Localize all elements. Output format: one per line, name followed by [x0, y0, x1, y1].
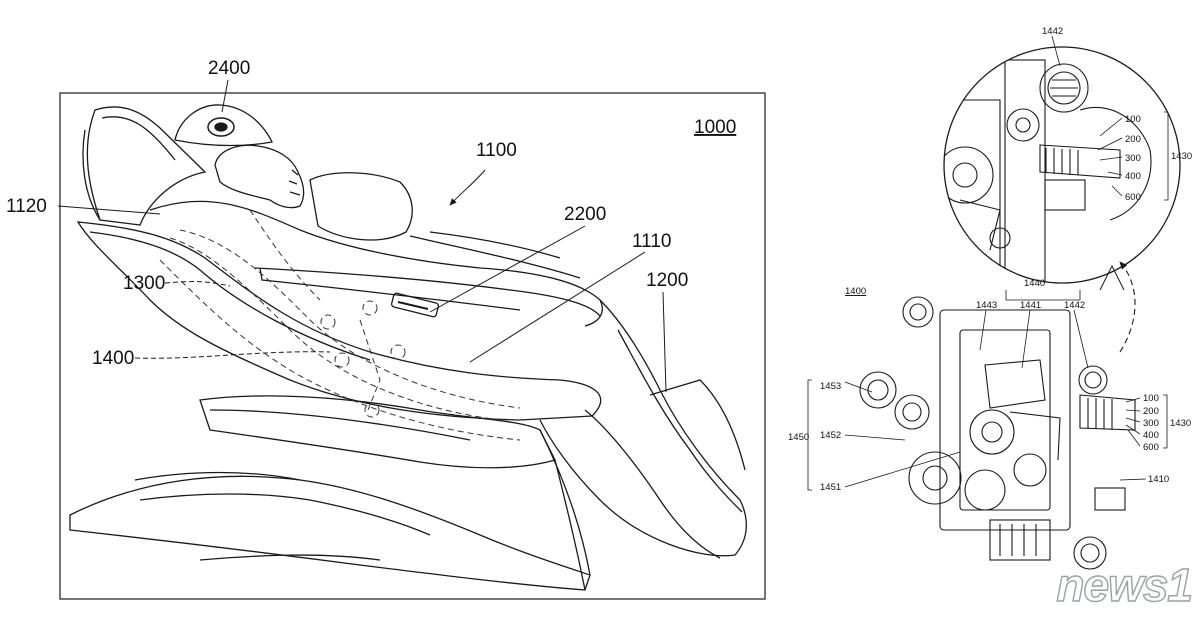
zoom-arrow — [1119, 261, 1136, 353]
label-1453: 1453 — [820, 381, 841, 392]
magnified-detail — [943, 46, 1181, 284]
label-1430-top: 1430 — [1171, 151, 1192, 162]
controller-panel — [390, 292, 440, 318]
chest-pillow — [309, 172, 413, 241]
label-2200: 2200 — [564, 204, 606, 225]
label-300: 300 — [1143, 418, 1159, 429]
label-1443: 1443 — [976, 300, 997, 311]
detail-labels: 1442 100 200 300 400 600 1430 1400 1440 … — [788, 26, 1192, 493]
label-200: 200 — [1143, 406, 1159, 417]
label-600: 600 — [1143, 442, 1159, 453]
label-400: 400 — [1143, 430, 1159, 441]
seat-front — [199, 395, 556, 469]
label-1300: 1300 — [123, 273, 165, 294]
label-1410: 1410 — [1148, 474, 1169, 485]
chair-base — [69, 475, 591, 591]
figure-frame — [59, 92, 766, 600]
label-1440: 1440 — [1024, 278, 1045, 289]
label-1400: 1400 — [92, 348, 134, 369]
internal-frame-dashed — [159, 209, 521, 441]
label-400-top: 400 — [1125, 171, 1141, 182]
leg-part — [539, 299, 747, 557]
label-1451: 1451 — [820, 482, 841, 493]
label-100-top: 100 — [1125, 114, 1141, 125]
label-1441: 1441 — [1020, 300, 1041, 311]
label-200-top: 200 — [1125, 134, 1141, 145]
label-1000: 1000 — [694, 117, 736, 138]
label-600-top: 600 — [1125, 192, 1141, 203]
label-1110: 1110 — [632, 231, 671, 252]
label-1442-top: 1442 — [1042, 26, 1063, 37]
massage-chair-figure — [59, 92, 766, 600]
label-1442: 1442 — [1064, 300, 1085, 311]
label-300-top: 300 — [1125, 153, 1141, 164]
label-1452: 1452 — [820, 430, 841, 441]
backrest-shell — [86, 106, 207, 226]
side-panel — [76, 221, 602, 421]
label-1200: 1200 — [646, 270, 688, 291]
label-1400-detail: 1400 — [845, 286, 866, 297]
label-1120: 1120 — [6, 196, 47, 217]
chair-labels: 2400 1120 1300 1400 1100 2200 1110 1200 … — [6, 58, 736, 369]
label-1450: 1450 — [788, 432, 809, 443]
headrest-pod — [174, 104, 273, 147]
massage-module-detail — [859, 296, 1136, 570]
person-head — [214, 144, 305, 209]
label-100: 100 — [1143, 393, 1159, 404]
label-1100: 1100 — [476, 140, 517, 161]
chair-leader-lines — [57, 79, 667, 393]
label-2400: 2400 — [208, 58, 250, 79]
news1-watermark: news1 — [1056, 558, 1194, 611]
detail-leader-lines — [807, 35, 1169, 491]
label-1430: 1430 — [1170, 418, 1191, 429]
speaker-icon — [207, 117, 235, 137]
